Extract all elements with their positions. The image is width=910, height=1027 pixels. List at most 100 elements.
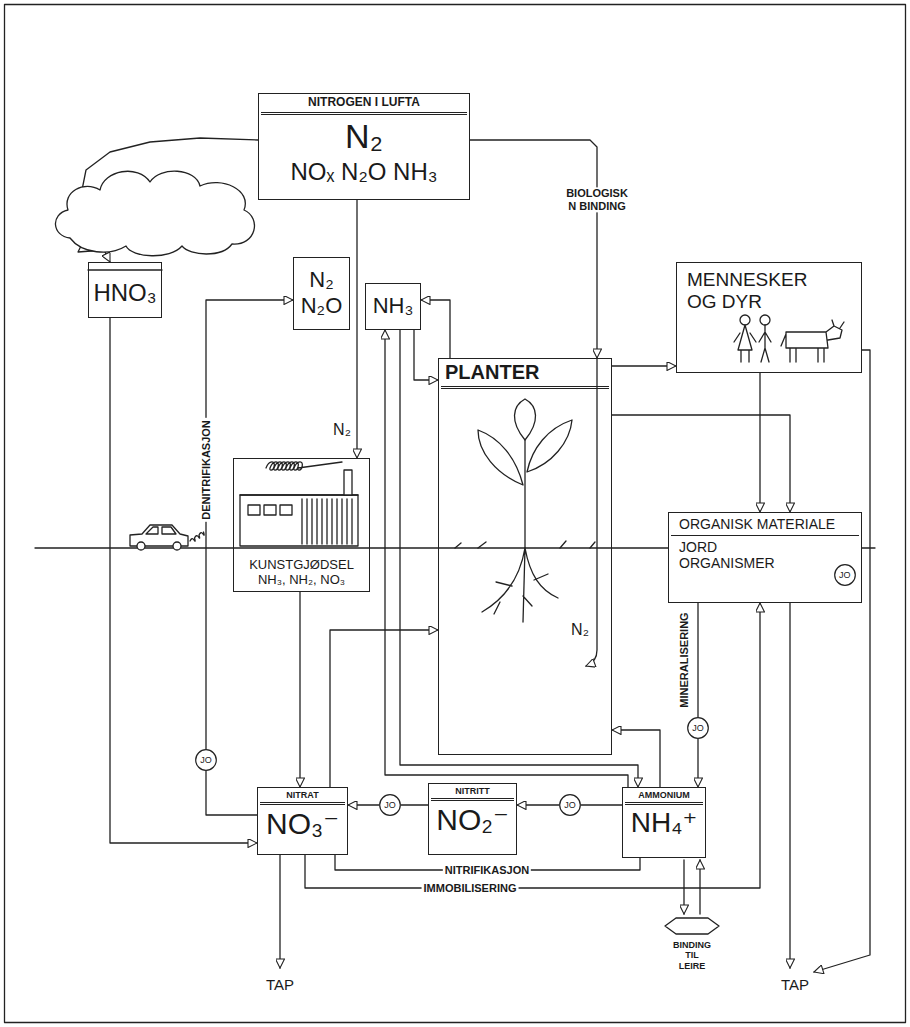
plant-stem	[524, 440, 525, 548]
hatch-stroke	[351, 499, 352, 544]
process-box: MENNESKER OG DYR	[676, 262, 862, 373]
process-box: AMMONIUM NH₄⁺	[622, 787, 706, 858]
edge-label: IMMOBILISERING	[422, 882, 519, 895]
box-text: JO	[200, 755, 212, 765]
hatch-stroke	[321, 499, 322, 544]
fixation-line	[586, 358, 597, 666]
box-text: NH₄⁺	[631, 807, 698, 839]
process-box: NITRAT NO₃⁻	[257, 787, 348, 855]
factory-smoke	[266, 462, 342, 470]
process-circle: JO	[559, 794, 581, 816]
edge-label: DENITRIFIKASJON	[200, 418, 213, 522]
process-circle: JO	[379, 794, 401, 816]
hatch-stroke	[316, 499, 317, 544]
hatch-stroke	[331, 499, 332, 544]
free-label: TAP	[264, 976, 296, 993]
connector-arrow	[421, 300, 450, 358]
factory-building	[240, 495, 358, 546]
hatch-stroke	[336, 499, 337, 544]
factory-window	[264, 505, 276, 515]
circle-outline	[688, 718, 709, 739]
car-window	[146, 527, 176, 534]
connector-arrow	[517, 804, 559, 805]
process-box: NITROGEN I LUFTAN₂NOₓ N₂O NH₃	[258, 93, 470, 200]
factory-hatching	[302, 499, 352, 544]
hatch-stroke	[301, 499, 302, 544]
connector-arrow	[348, 804, 379, 805]
cloud	[55, 171, 254, 256]
header-strip	[88, 269, 162, 270]
circle-outline	[834, 564, 855, 585]
process-box: PLANTER	[438, 358, 612, 755]
person-figure	[759, 325, 771, 362]
factory-window	[280, 505, 292, 515]
loss-arrow	[279, 855, 280, 968]
box-heading: NITRAT	[260, 788, 345, 805]
hatch-stroke	[326, 499, 327, 544]
free-label: TAP	[779, 976, 811, 993]
exhaust-squiggle	[190, 532, 204, 541]
process-box: N₂ N₂O	[293, 257, 350, 330]
connector-arrow	[414, 330, 438, 380]
factory-window	[248, 505, 260, 515]
connector-arrow	[385, 330, 628, 787]
connector-arrow	[581, 804, 622, 805]
binding-arrow	[683, 860, 684, 914]
box-text: KUNSTGJØDSEL	[249, 558, 354, 573]
car-wheel	[137, 542, 145, 550]
edge-label: NITRIFIKASJON	[443, 864, 531, 877]
connector-arrow	[612, 365, 676, 366]
connector-arrow	[110, 318, 257, 843]
process-box: NITRITTNO₂⁻	[428, 783, 517, 855]
connector-arrow	[400, 330, 638, 787]
box-heading: NITROGEN I LUFTA	[261, 94, 467, 115]
box-text: JO	[384, 800, 396, 810]
hatch-stroke	[346, 499, 347, 544]
process-circle: JO	[195, 749, 217, 771]
process-circle: JO	[687, 717, 709, 739]
box-text: JO	[564, 800, 576, 810]
box-text: NOₓ N₂O NH₃	[291, 158, 438, 186]
factory-roof	[240, 494, 358, 495]
hatch-stroke	[341, 499, 342, 544]
plant-leaf	[478, 430, 523, 485]
loss-arrow	[814, 350, 870, 972]
connector-arrow	[697, 739, 698, 787]
person-figure	[740, 315, 750, 325]
box-text: JO	[839, 570, 851, 580]
factory-chimney	[344, 470, 352, 495]
process-box: ORGANISK MATERIALEJORD ORGANISMERJO	[668, 512, 862, 603]
person-figure	[734, 325, 756, 362]
box-heading: PLANTER	[441, 359, 609, 389]
box-text: NH₃	[373, 293, 414, 318]
box-text: N₂	[345, 117, 383, 156]
person-figure	[760, 315, 770, 325]
box-heading: AMMONIUM	[625, 788, 703, 805]
plant-leaf	[514, 399, 535, 440]
box-text: NH₃, NH₂, NO₃	[258, 573, 345, 588]
binding-arrow	[699, 860, 700, 914]
box-text: ORGANISK MATERIALE	[671, 516, 859, 536]
box-text: NO₃⁻	[266, 807, 339, 842]
process-box: HNO₃	[88, 262, 162, 318]
connector-arrow	[612, 730, 660, 787]
process-box: KUNSTGJØDSELNH₃, NH₂, NO₃	[233, 458, 370, 592]
connector-arrow	[470, 140, 597, 358]
plant-roots	[455, 541, 595, 622]
box-text: NO₂⁻	[436, 803, 508, 838]
circle-outline	[560, 795, 581, 816]
free-label: BINDING TIL LEIRE	[671, 940, 713, 971]
box-text: JO	[692, 723, 704, 733]
box-text: HNO₃	[93, 279, 156, 307]
connector-arrow	[305, 603, 760, 888]
hatch-stroke	[311, 499, 312, 544]
cow-figure	[781, 320, 844, 362]
circle-outline	[380, 795, 401, 816]
edge-label: MINERALISERING	[678, 610, 691, 709]
edge-label: N₂	[331, 421, 353, 439]
box-text: MENNESKER OG DYR	[687, 269, 807, 313]
circle-outline	[196, 750, 217, 771]
box-text: N₂ N₂O	[296, 267, 347, 318]
process-box: NH₃	[365, 283, 421, 330]
free-label: N₂	[569, 621, 591, 639]
